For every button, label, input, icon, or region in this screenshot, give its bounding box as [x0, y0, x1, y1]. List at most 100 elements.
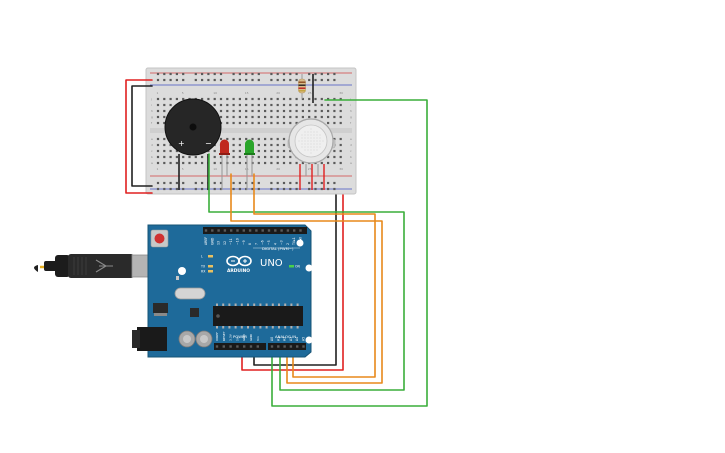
header-hole [248, 229, 252, 232]
digital-pin-label: 8 [248, 243, 252, 245]
chip-pin [234, 326, 237, 329]
breadboard-column-letter: a [350, 161, 352, 165]
rail-hole [201, 78, 204, 82]
breadboard-hole [251, 103, 254, 107]
piezo-buzzer[interactable]: + − [164, 98, 222, 190]
breadboard-hole [339, 103, 342, 107]
wire-black-gnd[interactable] [253, 194, 337, 366]
breadboard-hole [308, 109, 311, 113]
analog-header [268, 343, 306, 350]
wire-green-buzzer[interactable] [208, 153, 405, 391]
buzzer-plus-label: + [178, 139, 185, 148]
header-pin-holes [204, 229, 305, 348]
led-green-rim [244, 153, 255, 155]
breadboard-column-letter: h [350, 109, 352, 113]
rail-hole [156, 78, 160, 82]
led-green[interactable] [244, 139, 255, 191]
breadboard-hole [276, 97, 279, 101]
wire-orange-red-led[interactable] [230, 173, 383, 384]
mesh-dot [322, 140, 324, 142]
rail-hole [213, 78, 216, 82]
rail-hole [163, 72, 166, 76]
header-hole [243, 345, 246, 348]
rail-hole [169, 78, 172, 82]
breadboard-hole [339, 115, 342, 119]
breadboard-hole [182, 97, 185, 101]
breadboard-row-number: 20 [276, 167, 280, 171]
icsp-pin [176, 276, 179, 280]
breadboard-hole [169, 155, 172, 159]
usb-plug-grip [73, 257, 87, 275]
led-green-body [245, 139, 254, 153]
mesh-dot [310, 137, 312, 139]
rail-hole [219, 187, 223, 191]
breadboard-hole [301, 115, 304, 119]
rail-hole [182, 72, 185, 76]
wire-orange-green-led[interactable] [253, 173, 376, 378]
rail-hole [163, 187, 166, 191]
gas-sensor[interactable] [287, 118, 336, 190]
rail-hole [156, 187, 160, 191]
wire-green-sensor[interactable] [271, 99, 428, 407]
breadboard-hole [156, 149, 160, 153]
rail-hole [245, 181, 248, 185]
header-hole [236, 229, 239, 232]
breadboard-hole [289, 161, 292, 165]
breadboard-hole [314, 109, 317, 113]
led-red[interactable] [219, 139, 230, 191]
breadboard-hole [301, 109, 304, 113]
rail-hole [219, 181, 223, 185]
breadboard-hole [339, 143, 342, 147]
breadboard-hole [276, 149, 279, 153]
rail-hole [333, 78, 336, 82]
mesh-dot [310, 146, 312, 148]
mesh-dot [310, 134, 312, 136]
breadboard-column-letter: e [151, 137, 153, 141]
wire-red-rail-jumper[interactable] [125, 79, 153, 194]
digital-pin-label: TX▸1 [292, 237, 296, 246]
breadboard-hole [251, 97, 254, 101]
mesh-dot [316, 131, 318, 133]
breadboard-hole [333, 121, 336, 125]
breadboard-hole [276, 103, 279, 107]
chip-pin [284, 303, 287, 306]
dc-power-jack-lip [132, 330, 140, 348]
rail-hole [295, 181, 298, 185]
rail-hole [182, 78, 185, 82]
mesh-dot [304, 131, 306, 133]
chip-pin [284, 326, 287, 329]
usb-cable[interactable] [34, 254, 167, 278]
breadboard-hole [270, 97, 273, 101]
breadboard-hole [232, 97, 235, 101]
chip-pin [296, 303, 299, 306]
rail-hole [245, 78, 248, 82]
reset-button-cap [154, 233, 165, 244]
wire-black-rail-jumper[interactable] [131, 85, 153, 187]
mount-hole-2 [296, 239, 304, 247]
resistor[interactable] [298, 74, 306, 99]
rx-led-label: RX [201, 270, 206, 274]
rail-hole [175, 72, 178, 76]
mesh-dot [313, 140, 315, 142]
breadboard-hole [333, 115, 336, 119]
digital-pin-label: ~3 [280, 240, 284, 245]
breadboard-hole [169, 143, 172, 147]
breadboard-hole [270, 155, 273, 159]
rail-hole [308, 78, 311, 82]
rail-hole [282, 187, 286, 191]
breadboard-hole [188, 155, 191, 159]
analog-pin-label: A0 [270, 337, 274, 341]
breadboard-hole [232, 161, 235, 165]
breadboard-hole [270, 143, 273, 147]
breadboard-hole [257, 137, 260, 141]
digital-pin-label: ~11 [229, 238, 233, 245]
mesh-dot [304, 140, 306, 142]
breadboard-hole [308, 115, 311, 119]
breadboard-hole [156, 97, 160, 101]
breadboard-hole [282, 161, 286, 165]
breadboard-hole [339, 97, 342, 101]
breadboard-hole [156, 121, 160, 125]
mesh-dot [319, 137, 321, 139]
